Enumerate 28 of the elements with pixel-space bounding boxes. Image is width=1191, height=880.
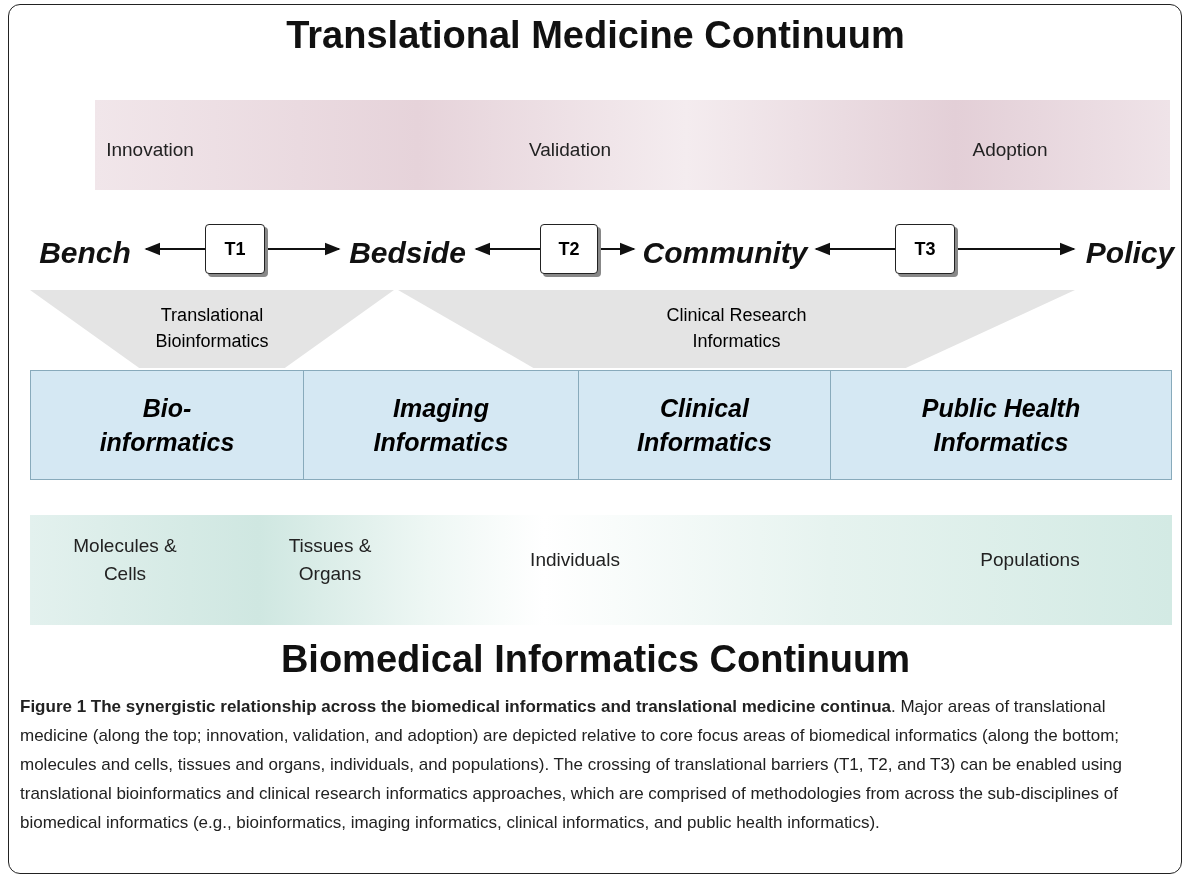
arrow bbox=[474, 242, 541, 256]
informatics-box: Bio- informatics bbox=[30, 370, 304, 480]
gradient-band bbox=[95, 100, 1170, 190]
funnel-shape: Clinical Research Informatics bbox=[398, 290, 1075, 368]
gradient-band bbox=[30, 515, 1172, 625]
arrow bbox=[814, 242, 896, 256]
section-heading: Biomedical Informatics Continuum bbox=[279, 638, 912, 681]
stage-label: Policy bbox=[1080, 228, 1180, 278]
band-label: Adoption bbox=[972, 139, 1048, 161]
stage-label: Bedside bbox=[345, 228, 470, 278]
stage-label: Bench bbox=[30, 228, 140, 278]
informatics-box: Public Health Informatics bbox=[830, 370, 1172, 480]
arrow bbox=[144, 242, 206, 256]
band-label: Molecules & Cells bbox=[72, 534, 178, 586]
figure-caption: Figure 1 The synergistic relationship across the biomedical informatics and translational medicine continua. Major areas of translational medicine (along the top; innovation, validation, and adoption) are depicted relative to core focus areas of biomedical informatics (along the bottom; molecules and cells, tissues and organs, individuals, and populations). The crossing of translational barriers (T1, T2, and T3) can be enabled using translational bioinformatics and clinical research informatics approaches, which are comprised of methodologies from across the sub-disciplines of biomedical informatics (e.g., bioinformatics, imaging informatics, clinical informatics, and public health informatics). bbox=[20, 696, 1123, 834]
diagram-title: Translational Medicine Continuum bbox=[285, 14, 906, 57]
informatics-box: Imaging Informatics bbox=[303, 370, 579, 480]
stage-label: Community bbox=[640, 228, 810, 278]
informatics-box: Clinical Informatics bbox=[578, 370, 831, 480]
band-label: Populations bbox=[979, 548, 1081, 572]
barrier-box: T2 bbox=[540, 224, 598, 274]
barrier-box: T1 bbox=[205, 224, 265, 274]
band-label: Validation bbox=[529, 139, 611, 161]
funnel-shape: Translational Bioinformatics bbox=[30, 290, 394, 368]
band-label: Innovation bbox=[106, 139, 194, 161]
band-label: Tissues & Organs bbox=[287, 534, 373, 586]
band-label: Individuals bbox=[529, 548, 621, 572]
barrier-box: T3 bbox=[895, 224, 955, 274]
